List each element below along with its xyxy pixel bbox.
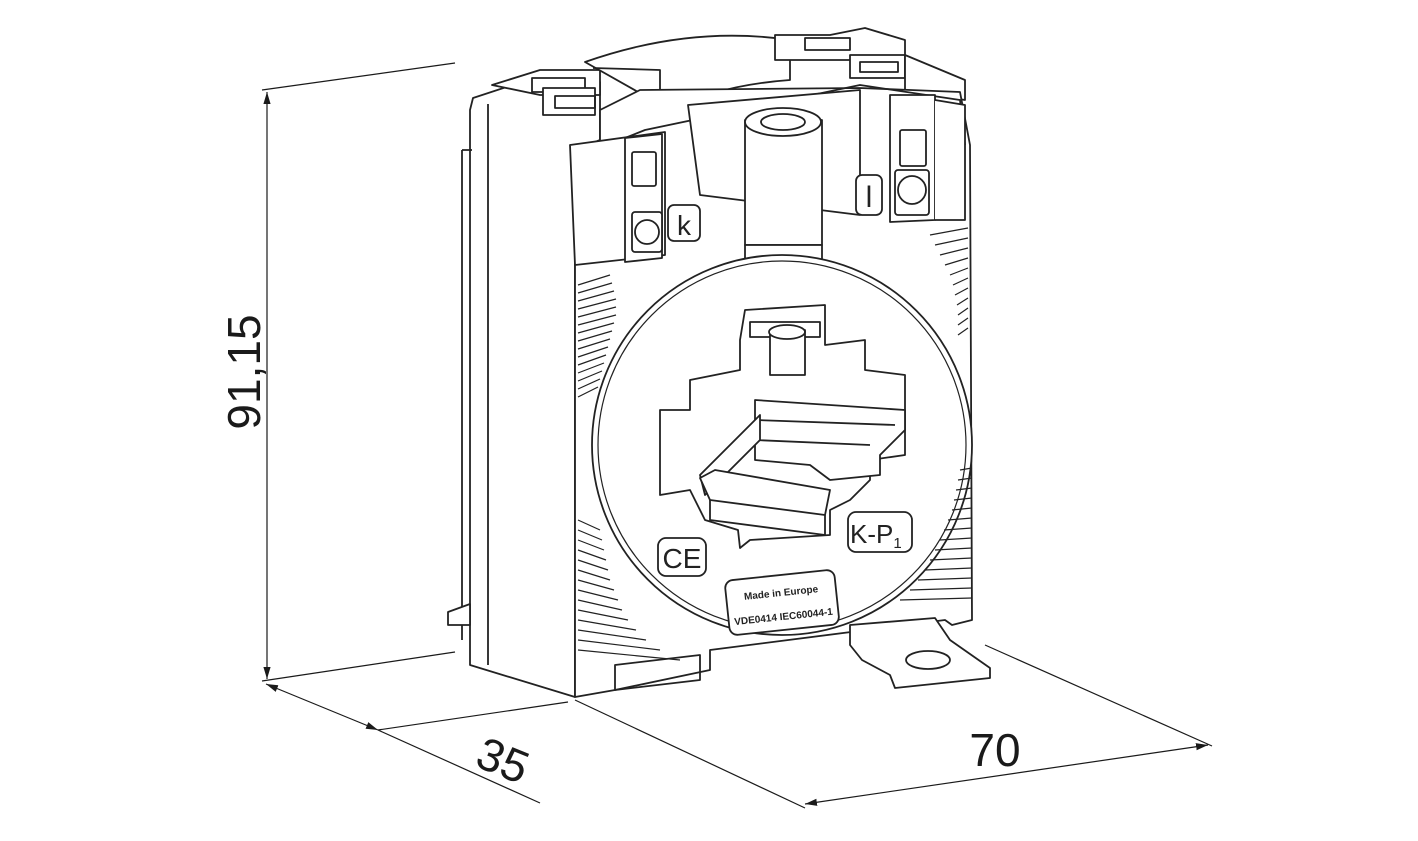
terminal-label-k: k <box>677 210 692 241</box>
terminal-label-l: l <box>866 181 873 214</box>
terminal-block-left <box>569 131 666 266</box>
ce-mark: CE <box>663 543 702 574</box>
ribs-left <box>577 274 681 661</box>
kp1-subscript: 1 <box>893 535 901 552</box>
mounting-foot <box>614 617 991 691</box>
kp1-mark: K-P1 <box>850 519 902 552</box>
cable-opening <box>659 304 906 549</box>
ribs-right <box>899 227 973 601</box>
dimension-height-label: 91,15 <box>218 314 270 429</box>
dimension-depth-label: 35 <box>470 726 537 793</box>
dimension-lines <box>261 62 1213 809</box>
transformer-body <box>447 27 991 698</box>
rear-terminal-right <box>774 27 906 61</box>
terminal-block-right <box>889 94 966 223</box>
dimension-width-label: 70 <box>969 724 1020 776</box>
